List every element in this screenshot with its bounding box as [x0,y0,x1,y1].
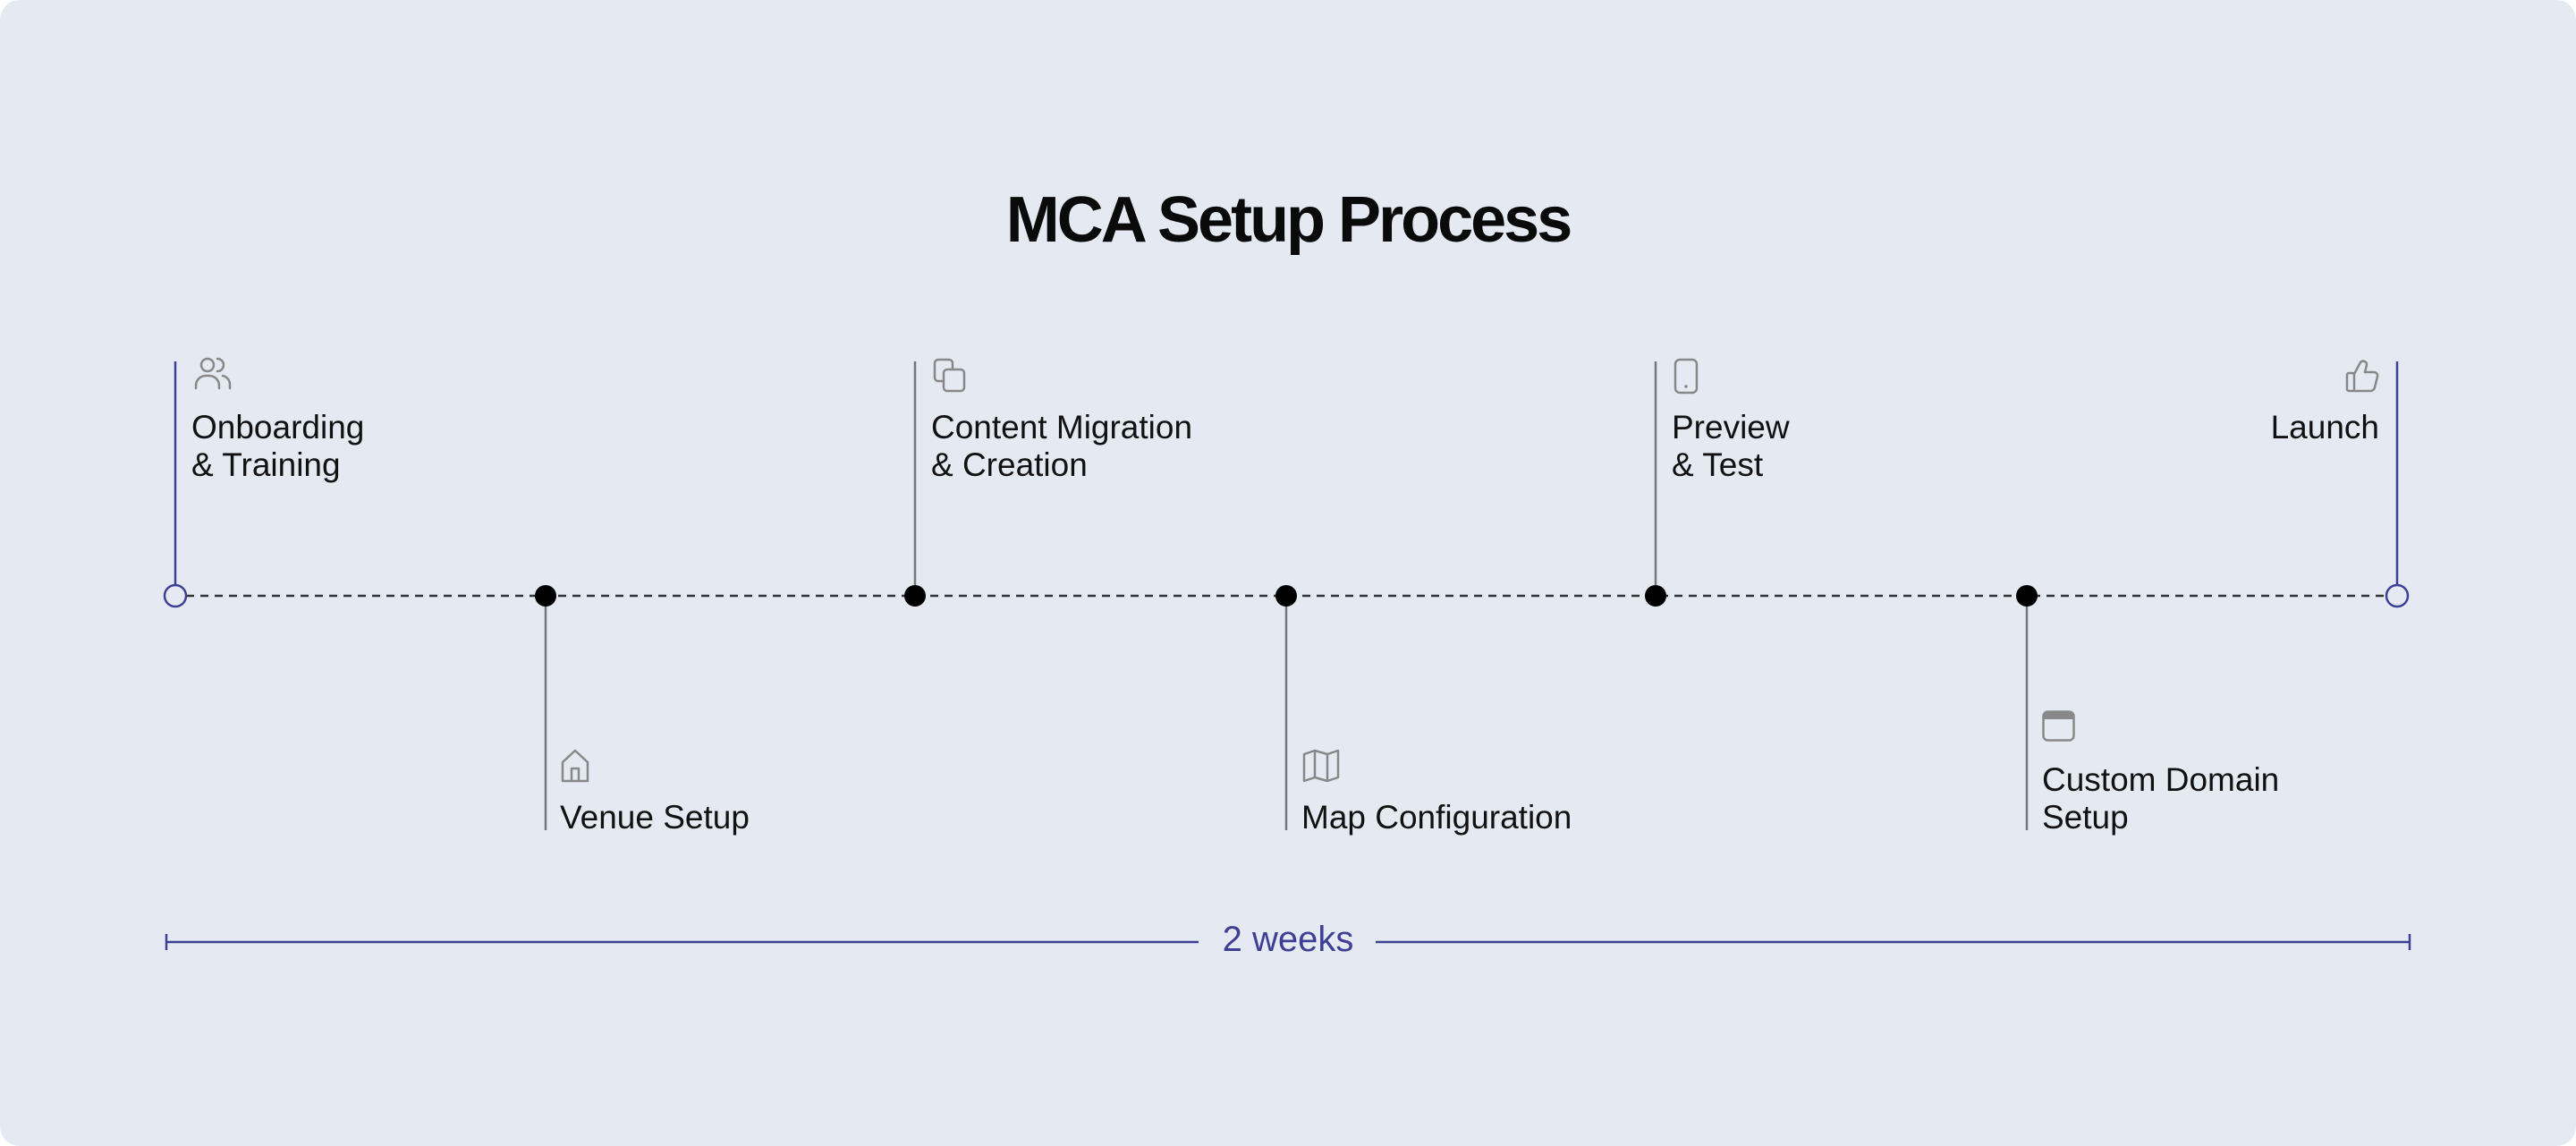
milestone-marker [535,585,556,607]
step-label-line1: Content Migration [931,409,1192,446]
phone-icon [1674,358,1699,395]
step-launch: Launch [2271,360,2410,608]
step-label-line1: Preview [1672,409,1790,446]
step-label-line1: Venue Setup [560,799,750,836]
step-content-migration-creation: Content Migration & Creation [904,358,1192,607]
step-label-line2: & Creation [931,446,1088,483]
step-label-line1: Custom Domain [2042,761,2279,798]
step-map-configuration: Map Configuration [1275,585,1572,836]
step-label-line1: Onboarding [191,409,364,446]
step-venue-setup: Venue Setup [535,585,750,836]
users-icon [194,357,232,390]
milestone-marker-end [2385,583,2410,608]
step-label-line2: & Training [191,446,341,483]
duration-label: 2 weeks [1223,920,1354,959]
milestone-marker [1275,585,1297,607]
milestone-marker [2016,585,2038,607]
step-label-line2: Setup [2042,799,2129,836]
home-icon [561,749,589,783]
milestone-marker-start [163,583,188,608]
milestone-marker [904,585,926,607]
step-label-line1: Map Configuration [1301,799,1572,836]
step-label-line1: Launch [2271,409,2379,446]
thumbs-up-icon [2345,360,2379,393]
milestone-marker [1645,585,1666,607]
step-onboarding-training: Onboarding & Training [163,357,364,608]
map-icon [1302,749,1340,783]
step-label-line2: & Test [1672,446,1764,483]
copy-icon [933,358,966,393]
browser-window-icon [2042,710,2075,742]
step-preview-test: Preview & Test [1645,358,1790,607]
diagram-title: MCA Setup Process [1005,184,1573,256]
step-custom-domain-setup: Custom Domain Setup [2016,585,2279,836]
